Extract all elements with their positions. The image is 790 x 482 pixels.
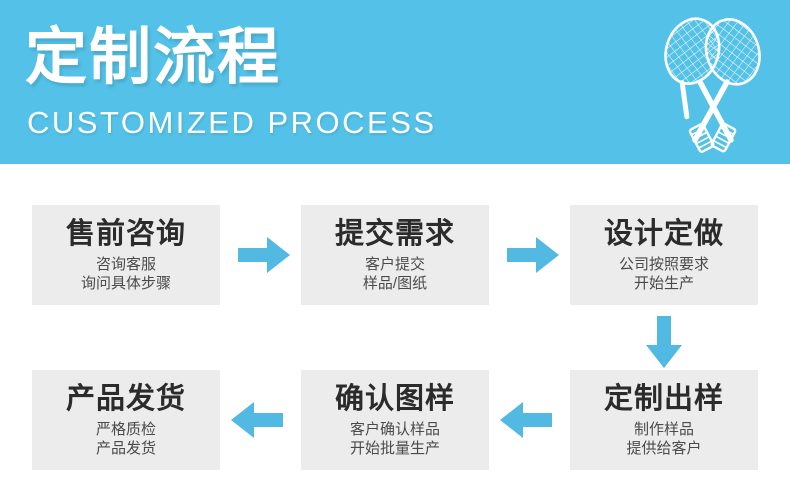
process-step-6: 产品发货 严格质检 产品发货 [32,370,220,470]
header-banner: 定制流程 CUSTOMIZED PROCESS [0,0,790,164]
process-step-4: 定制出样 制作样品 提供给客户 [570,370,758,470]
step-title: 售前咨询 [65,218,186,250]
process-step-2: 提交需求 客户提交 样品/图纸 [301,205,489,305]
badminton-rackets-icon [645,14,780,154]
step-title: 产品发货 [65,383,186,415]
step-title: 确认图样 [334,383,455,415]
process-step-3: 设计定做 公司按照要求 开始生产 [570,205,758,305]
step-title: 定制出样 [603,383,724,415]
arrow-left-icon [498,398,554,442]
page-subtitle: CUSTOMIZED PROCESS [27,105,437,140]
arrow-right-icon [505,233,561,277]
step-description: 咨询客服 询问具体步骤 [80,256,171,292]
arrow-right-icon [236,233,292,277]
step-description: 严格质检 产品发货 [95,421,156,457]
step-description: 制作样品 提供给客户 [626,421,702,457]
arrow-left-icon [229,398,285,442]
step-description: 客户确认样品 开始批量生产 [349,421,440,457]
step-title: 提交需求 [334,218,455,250]
process-step-1: 售前咨询 咨询客服 询问具体步骤 [32,205,220,305]
step-title: 设计定做 [603,218,724,250]
page-title: 定制流程 [25,23,282,92]
process-flow: 售前咨询 咨询客服 询问具体步骤 提交需求 客户提交 样品/图纸 设计定做 公司… [0,164,790,482]
step-description: 客户提交 样品/图纸 [362,256,428,292]
process-step-5: 确认图样 客户确认样品 开始批量生产 [301,370,489,470]
step-description: 公司按照要求 开始生产 [618,256,709,292]
arrow-down-icon [642,314,686,370]
